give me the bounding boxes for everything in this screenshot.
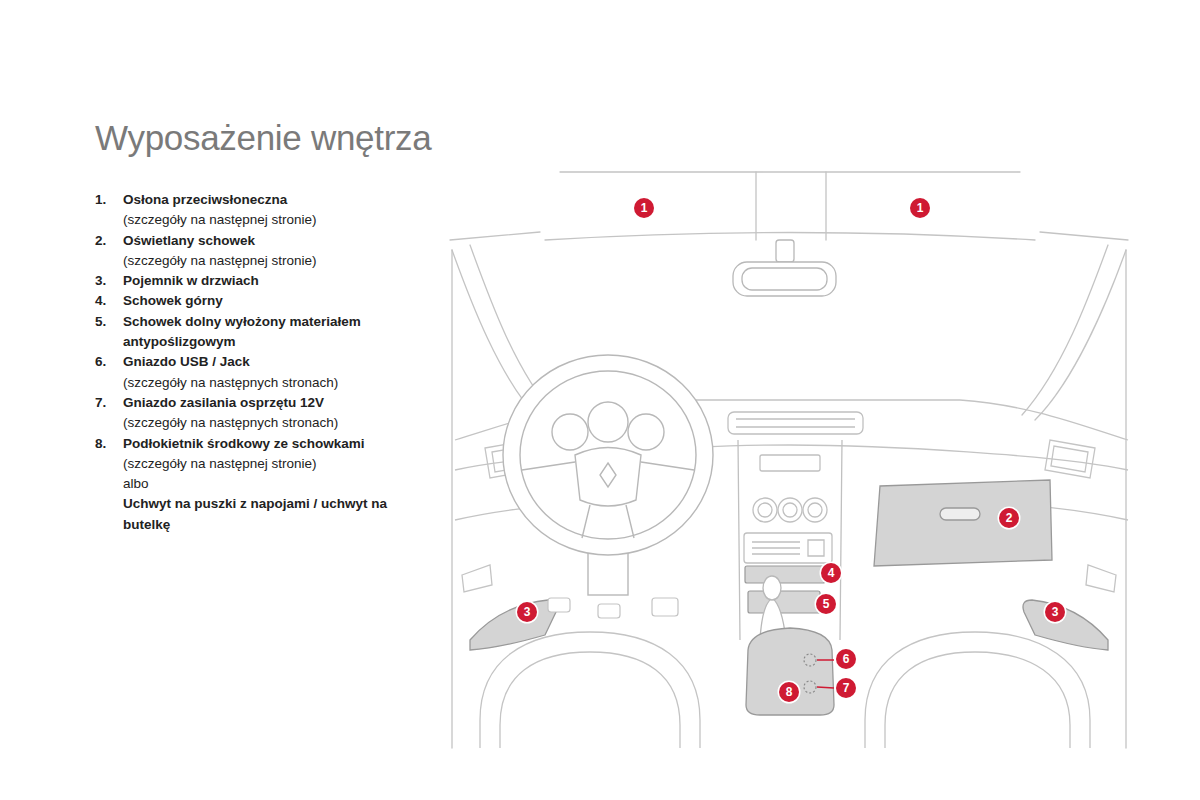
center-stack-part [744, 533, 832, 563]
item-number: 7. [95, 393, 106, 413]
center-stack-part [808, 503, 822, 517]
glovebox [874, 480, 1052, 566]
callout-number: 1 [910, 198, 930, 218]
rear-view-mirror-part [742, 268, 827, 290]
steering-wheel-part [575, 448, 641, 507]
item-number: 2. [95, 231, 106, 251]
seats-part [865, 632, 1090, 748]
rear-view-mirror [733, 240, 836, 296]
steering-wheel-part [520, 371, 696, 539]
pedals-part [652, 598, 678, 616]
callout-number: 8 [779, 682, 799, 702]
cabin-frame-part [450, 232, 1128, 240]
item-text: Pojemnik w drzwiach [123, 271, 405, 291]
socket-marks-part [804, 681, 816, 693]
rear-view-mirror-part [776, 240, 794, 262]
upper-storage [745, 566, 825, 583]
center-stack-part [752, 540, 824, 556]
rear-view-mirror-part [733, 262, 836, 296]
item-number: 3. [95, 271, 106, 291]
item-text: Uchwyt na puszki z napojami / uchwyt na … [123, 494, 405, 535]
socket-marks-part [817, 660, 834, 688]
seats-part [500, 652, 680, 748]
steering-wheel-part [628, 414, 664, 450]
item-number: 4. [95, 291, 106, 311]
center-stack-part [803, 498, 827, 522]
item-text: Oświetlany schowek [123, 231, 405, 251]
steering-wheel-part [552, 414, 588, 450]
item-number: 8. [95, 434, 106, 454]
center-stack-part [778, 498, 802, 522]
glovebox-part [940, 508, 980, 520]
callout-number: 4 [821, 563, 841, 583]
center-stack [728, 412, 863, 640]
upper-storage-part [745, 566, 825, 583]
socket-marks-part [804, 654, 816, 666]
item-text: Schowek górny [123, 291, 405, 311]
item-number: 1. [95, 190, 106, 210]
item-text: (szczegóły na następnej stronie) [123, 210, 405, 230]
pedals [548, 598, 678, 618]
dashboard-part [462, 565, 492, 592]
item-text: Gniazdo USB / Jack [123, 352, 405, 372]
callout-number: 2 [999, 508, 1019, 528]
lower-storage [748, 591, 820, 613]
dashboard-part [1045, 440, 1095, 478]
seats-part [480, 632, 700, 748]
center-stack-part [758, 503, 772, 517]
callout-number: 5 [816, 594, 836, 614]
cabin-frame-part [1022, 245, 1108, 415]
cabin-frame-part [756, 172, 826, 240]
dashboard-part [1086, 565, 1116, 592]
armrest-part [746, 628, 834, 715]
cabin-frame-part [452, 250, 1126, 748]
item-text: Osłona przeciwsłoneczna [123, 190, 405, 210]
callout-number: 6 [836, 649, 856, 669]
center-stack-part [753, 498, 777, 522]
item-number: 6. [95, 352, 106, 372]
pedals-part [598, 604, 620, 618]
callout-number: 3 [517, 602, 537, 622]
cabin-frame-part [560, 171, 1020, 172]
item-text: albo [123, 474, 405, 494]
lower-storage-part [748, 591, 820, 613]
item-text: (szczegóły na następnej stronie) [123, 454, 405, 474]
seats-part [885, 652, 1070, 748]
glovebox-part [874, 480, 1052, 566]
item-text: Schowek dolny wyłożony materiałem antypo… [123, 312, 405, 353]
callout-number: 7 [836, 678, 856, 698]
gear-shifter-part [763, 576, 781, 600]
item-text: (szczegóły na następnych stronach) [123, 373, 405, 393]
steering-wheel-part [503, 355, 713, 555]
cabin-frame-part [1035, 250, 1126, 420]
center-stack-part [783, 503, 797, 517]
center-stack-part [736, 419, 855, 427]
item-text: Gniazdo zasilania osprzętu 12V [123, 393, 405, 413]
armrest [746, 628, 834, 715]
steering-wheel-part [600, 463, 616, 487]
cabin-frame-part [545, 233, 1035, 241]
item-text: (szczegóły na następnych stronach) [123, 413, 405, 433]
center-stack-part [728, 412, 863, 434]
dashboard-part [1051, 446, 1088, 472]
callout-number: 3 [1045, 602, 1065, 622]
item-number: 5. [95, 312, 106, 332]
seats [480, 632, 1090, 748]
center-stack-part [760, 455, 820, 471]
page-title: Wyposażenie wnętrza [95, 117, 431, 159]
pedals-part [548, 598, 570, 612]
steering-wheel-part [588, 402, 628, 442]
item-text: Podłokietnik środkowy ze schowkami [123, 434, 405, 454]
item-text: (szczegóły na następnej stronie) [123, 251, 405, 271]
callout-number: 1 [634, 198, 654, 218]
center-stack-part [738, 440, 842, 640]
steering-wheel [503, 355, 713, 595]
cabin-frame [450, 172, 1128, 748]
socket-marks [804, 654, 834, 693]
